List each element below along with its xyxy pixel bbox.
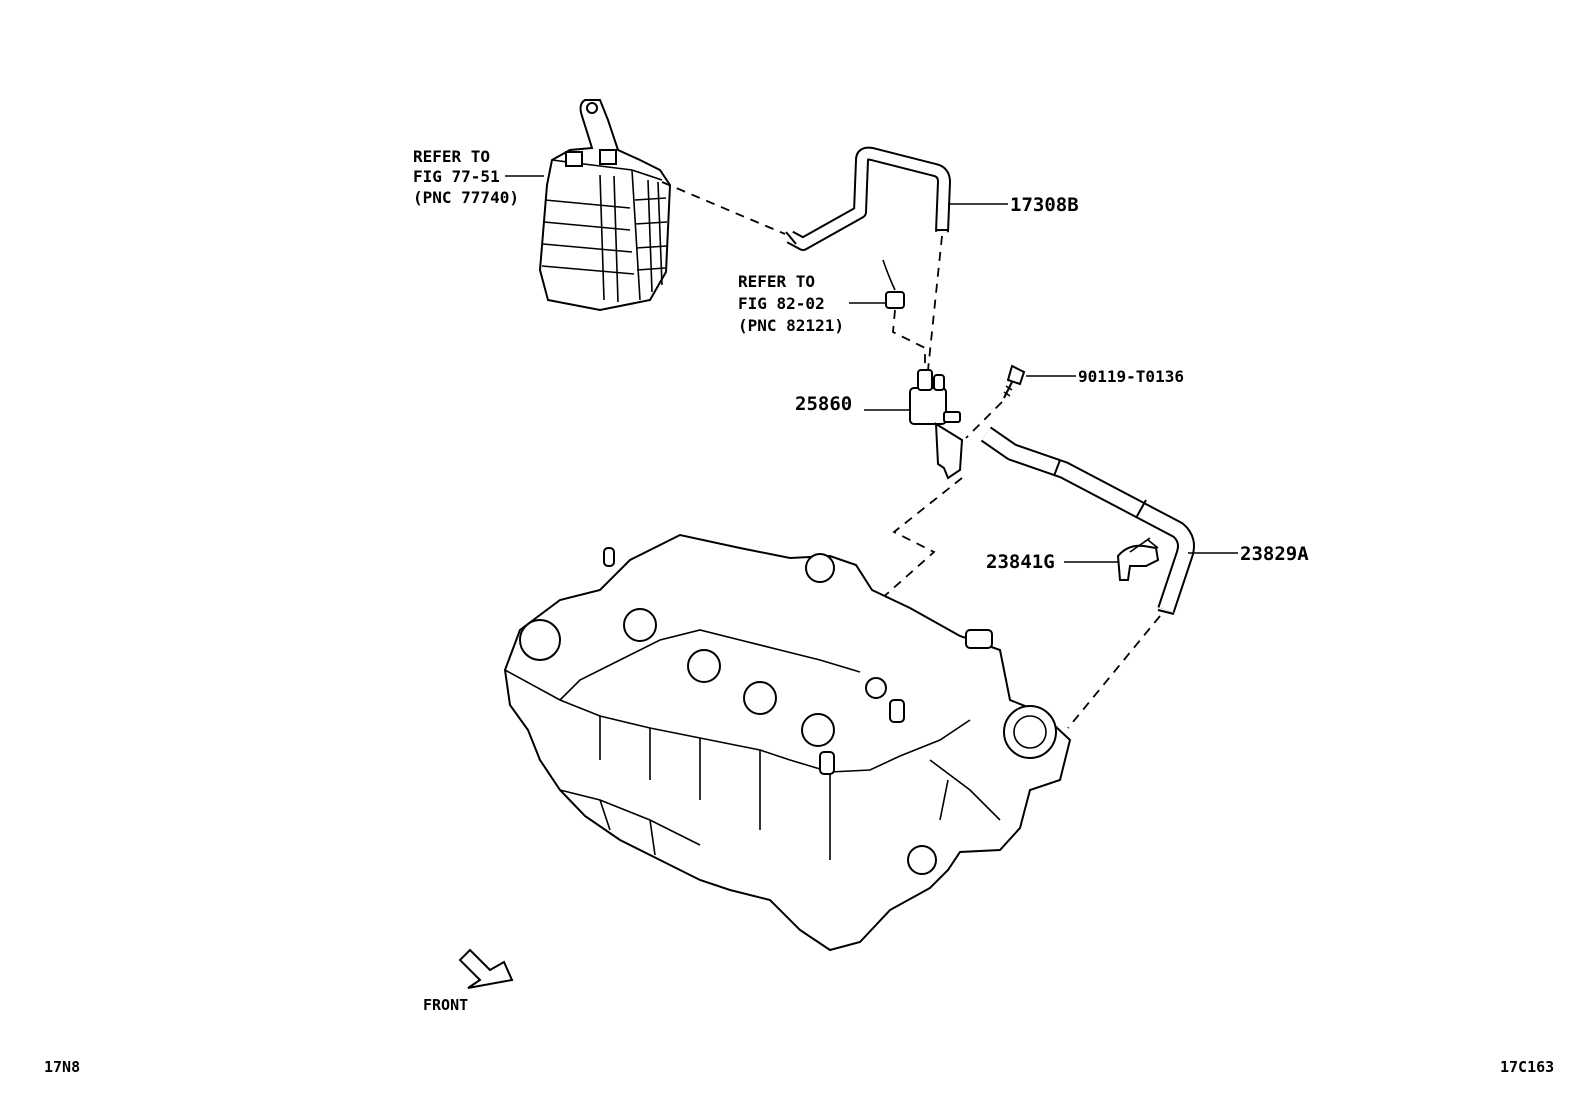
hose-clamp[interactable] [1116, 537, 1160, 581]
canister-ref-line1: REFER TO [413, 147, 490, 166]
part-number-23841G[interactable]: 23841G [986, 551, 1055, 573]
sensor-ref-line3: (PNC 82121) [738, 316, 844, 335]
canister-ref-line2: FIG 77-51 [413, 167, 500, 186]
part-number-25860[interactable]: 25860 [795, 393, 852, 415]
front-arrow-icon [458, 948, 514, 989]
charcoal-canister[interactable] [538, 99, 672, 312]
sensor-ref-line2: FIG 82-02 [738, 294, 825, 313]
vsv-valve[interactable] [909, 369, 964, 480]
footer-right-code: 17C163 [1500, 1058, 1554, 1076]
sensor-connector[interactable] [882, 259, 905, 309]
front-label: FRONT [423, 996, 468, 1014]
sensor-ref-line1: REFER TO [738, 272, 815, 291]
footer-left-code: 17N8 [44, 1058, 80, 1076]
canister-ref-line3: (PNC 77740) [413, 188, 519, 207]
engine-intake-manifold [503, 533, 1072, 952]
part-number-17308B[interactable]: 17308B [1010, 194, 1079, 216]
hose-lower[interactable] [980, 426, 1195, 615]
bolt[interactable] [1003, 364, 1026, 399]
part-number-23829A[interactable]: 23829A [1240, 543, 1309, 565]
hose-upper[interactable] [785, 146, 951, 251]
part-number-90119-T0136[interactable]: 90119-T0136 [1078, 367, 1184, 386]
